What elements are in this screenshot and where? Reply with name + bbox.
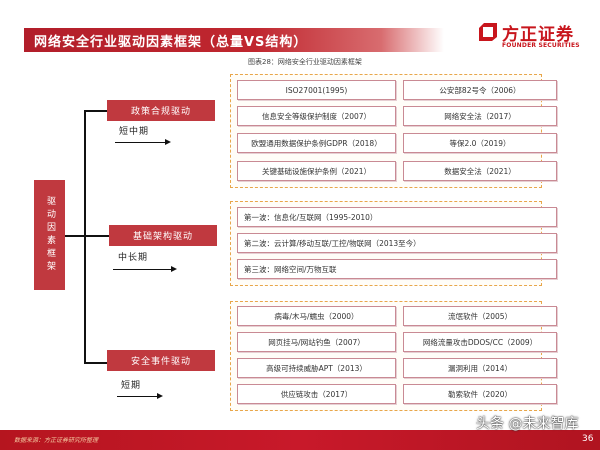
founder-logo-icon xyxy=(479,23,497,41)
event-item: 高级可持续威胁APT（2013） xyxy=(237,358,396,378)
policy-item: 信息安全等级保护制度（2007） xyxy=(237,106,396,126)
events-group: 病毒/木马/蠕虫（2000） 流氓软件（2005） 网页挂马/网站钓鱼（2007… xyxy=(230,301,557,411)
event-item: 病毒/木马/蠕虫（2000） xyxy=(237,306,396,326)
page-title: 网络安全行业驱动因素框架（总量VS结构） xyxy=(34,35,308,50)
logo-en-text: FOUNDER SECURITIES xyxy=(502,42,580,49)
policy-item: ISO27001(1995) xyxy=(237,80,396,100)
event-item: 网页挂马/网站钓鱼（2007） xyxy=(237,332,396,352)
period-label: 短期 xyxy=(121,381,142,391)
connector-line xyxy=(84,110,108,112)
policy-group: ISO27001(1995) 公安部82号令（2006） 信息安全等级保护制度（… xyxy=(230,74,557,188)
connector-line xyxy=(84,110,86,363)
event-item: 供应链攻击（2017） xyxy=(237,384,396,404)
infrastructure-item: 第二波：云计算/移动互联/工控/物联网（2013至今） xyxy=(237,233,557,253)
period-label: 短中期 xyxy=(119,127,150,137)
event-item: 漏洞利用（2014） xyxy=(403,358,557,378)
title-bar: 网络安全行业驱动因素框架（总量VS结构） xyxy=(24,28,444,52)
arrow-icon xyxy=(115,139,171,145)
driver-infrastructure: 基础架构驱动 xyxy=(109,225,217,246)
data-source: 数据来源：方正证券研究所整理 xyxy=(14,437,99,444)
policy-item: 公安部82号令（2006） xyxy=(403,80,557,100)
policy-item: 网络安全法（2017） xyxy=(403,106,557,126)
policy-item: 数据安全法（2021） xyxy=(403,161,557,181)
arrow-icon xyxy=(113,266,177,272)
infrastructure-item: 第三波：网络空间/万物互联 xyxy=(237,259,557,279)
period-label: 中长期 xyxy=(118,253,149,263)
driver-policy: 政策合规驱动 xyxy=(107,100,215,121)
logo-cn-text: 方正证券 xyxy=(502,25,574,45)
infrastructure-group: 第一波：信息化/互联网（1995-2010） 第二波：云计算/移动互联/工控/物… xyxy=(230,201,557,286)
root-node: 驱动因素框架 xyxy=(34,180,65,290)
infrastructure-item: 第一波：信息化/互联网（1995-2010） xyxy=(237,207,557,227)
policy-item: 关键基础设施保护条例（2021） xyxy=(237,161,396,181)
event-item: 勒索软件（2020） xyxy=(403,384,557,404)
arrow-icon xyxy=(117,393,163,399)
policy-item: 欧盟通用数据保护条例GDPR（2018） xyxy=(237,133,396,153)
policy-item: 等保2.0（2019） xyxy=(403,133,557,153)
founder-logo: 方正证券 FOUNDER SECURITIES xyxy=(478,20,588,54)
connector-line xyxy=(65,235,109,237)
page-number: 36 xyxy=(582,434,594,444)
event-item: 流氓软件（2005） xyxy=(403,306,557,326)
watermark: 头条 @未来智库 xyxy=(476,416,579,432)
footer-bar: 数据来源：方正证券研究所整理 xyxy=(0,430,600,450)
figure-caption: 图表28：网络安全行业驱动因素框架 xyxy=(248,58,362,66)
event-item: 网络流量攻击DDOS/CC（2009） xyxy=(403,332,557,352)
driver-events: 安全事件驱动 xyxy=(107,350,215,371)
connector-line xyxy=(84,362,108,364)
